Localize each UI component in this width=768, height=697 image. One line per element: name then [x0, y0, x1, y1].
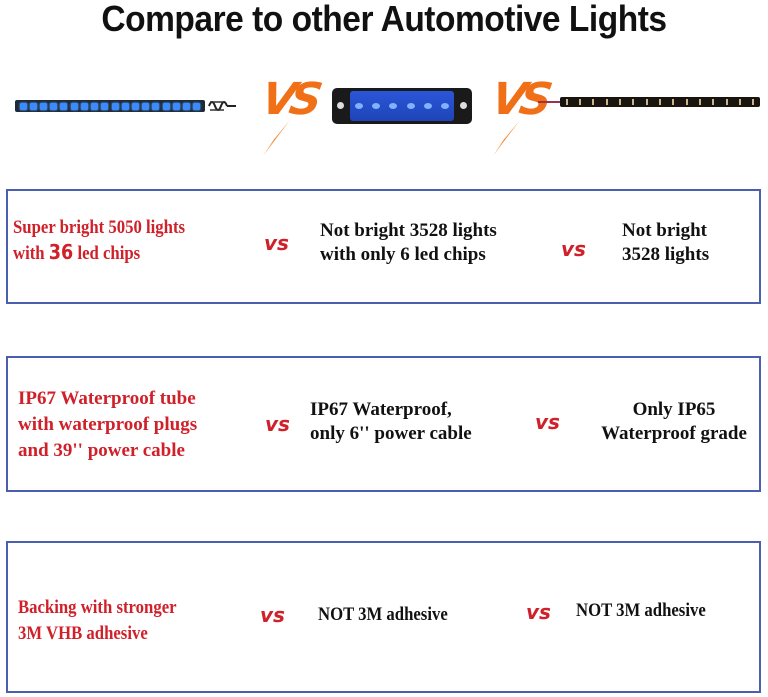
feature-line: Backing with stronger [18, 597, 177, 618]
competitor-2-feature: Not bright 3528 lights [622, 219, 709, 267]
vs-label: vs [265, 412, 290, 436]
comparison-row-adhesive: Backing with stronger 3M VHB adhesive vs… [6, 541, 761, 693]
vs-label: vs [260, 603, 285, 627]
wire-lead [538, 101, 562, 103]
comparison-row-brightness: Super bright 5050 lights with 36 led chi… [6, 189, 761, 304]
our-feature: Backing with stronger 3M VHB adhesive [18, 595, 177, 647]
vs-label: vs [526, 600, 551, 624]
competitor-2-feature: Only IP65 Waterproof grade [584, 398, 764, 446]
feature-line: Waterproof grade [601, 423, 747, 444]
vs-label: vs [264, 231, 289, 255]
feature-line: and 39'' power cable [18, 440, 185, 461]
feature-line: 3528 lights [622, 244, 710, 265]
product-image-black-strip [560, 97, 760, 107]
product-image-marker-light [332, 88, 472, 124]
coiled-cable-icon [208, 101, 236, 111]
feature-line: Only IP65 [632, 399, 716, 420]
vs-label: vs [561, 237, 586, 261]
feature-line: with only 6 led chips [320, 244, 486, 265]
product-comparison-images: VS VS [0, 70, 768, 160]
feature-line: Not bright [622, 220, 707, 241]
our-feature: Super bright 5050 lights with 36 led chi… [13, 216, 242, 266]
feature-line: with 36 led chips [13, 240, 141, 264]
feature-line: Super bright 5050 lights [13, 217, 186, 238]
feature-line: NOT 3M adhesive [318, 604, 448, 625]
feature-line: with waterproof plugs [18, 414, 198, 435]
feature-line: IP67 Waterproof, [310, 399, 452, 420]
feature-line: 3M VHB adhesive [18, 623, 148, 644]
product-image-led-strip [15, 100, 205, 112]
competitor-1-feature: IP67 Waterproof, only 6'' power cable [310, 398, 472, 446]
feature-line: Not bright 3528 lights [320, 220, 497, 241]
competitor-2-feature: NOT 3M adhesive [576, 599, 706, 623]
our-feature: IP67 Waterproof tube with waterproof plu… [18, 386, 197, 464]
comparison-row-waterproof: IP67 Waterproof tube with waterproof plu… [6, 356, 761, 492]
feature-line: only 6'' power cable [310, 423, 472, 444]
chip-count: 36 [48, 240, 74, 264]
feature-line: IP67 Waterproof tube [18, 388, 196, 409]
flame-streak-icon [493, 120, 520, 156]
competitor-1-feature: Not bright 3528 lights with only 6 led c… [320, 219, 497, 267]
flame-streak-icon [263, 120, 290, 156]
vs-label: vs [535, 410, 560, 434]
competitor-1-feature: NOT 3M adhesive [318, 603, 448, 627]
feature-line: NOT 3M adhesive [576, 600, 706, 621]
page-title: Compare to other Automotive Lights [101, 0, 667, 39]
